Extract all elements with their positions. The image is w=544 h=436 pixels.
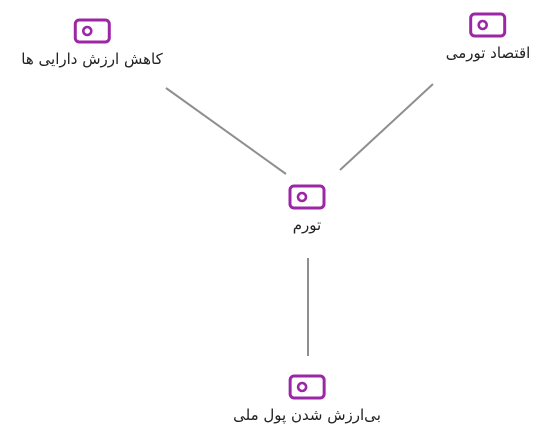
tag-icon <box>469 12 507 38</box>
tag-icon <box>288 374 326 400</box>
node-label-currency-devaluation: بی‌ارزش شدن پول ملی <box>233 406 381 424</box>
node-inflationary-economy[interactable]: اقتصاد تورمی <box>445 12 531 62</box>
node-inflation[interactable]: تورم <box>288 184 326 234</box>
node-label-inflationary-economy: اقتصاد تورمی <box>445 44 531 62</box>
node-currency-devaluation[interactable]: بی‌ارزش شدن پول ملی <box>233 374 381 424</box>
edge-inflation-to-asset-devaluation <box>165 87 287 175</box>
node-asset-devaluation[interactable]: کاهش ارزش دارایی ها <box>21 18 163 68</box>
tag-icon <box>288 184 326 210</box>
node-label-inflation: تورم <box>292 216 322 234</box>
edge-inflation-to-inflationary-economy <box>339 83 434 171</box>
node-label-asset-devaluation: کاهش ارزش دارایی ها <box>21 50 163 68</box>
tag-icon <box>73 18 111 44</box>
